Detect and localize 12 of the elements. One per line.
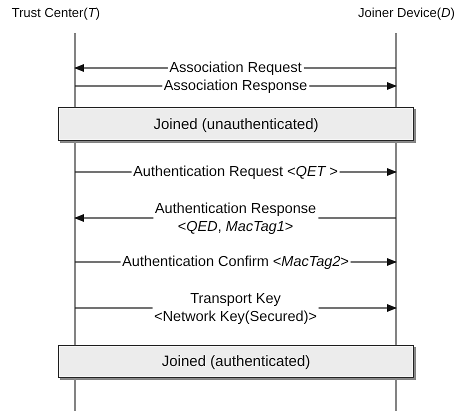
message-label: Authentication Request <QET > bbox=[131, 163, 340, 181]
message-label: Association Request bbox=[167, 59, 304, 77]
state-box bbox=[58, 345, 414, 378]
message-label: Authentication Response <QED, MacTag1> bbox=[152, 200, 318, 236]
participant-label: Trust Center(T) bbox=[12, 5, 100, 20]
message-label: Transport Key <Network Key(Secured)> bbox=[152, 290, 319, 326]
state-text: Joined (unauthenticated) bbox=[153, 116, 319, 132]
state-box bbox=[58, 107, 414, 141]
message-label: Association Response bbox=[162, 77, 310, 95]
participant-label: Joiner Device(D) bbox=[358, 5, 455, 20]
state-text: Joined (authenticated) bbox=[162, 353, 310, 370]
message-label: Authentication Confirm <MacTag2> bbox=[120, 253, 351, 271]
